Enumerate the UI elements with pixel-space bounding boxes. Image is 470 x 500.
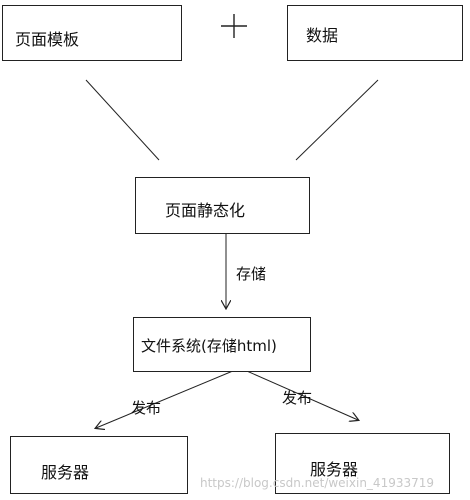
watermark: https://blog.csdn.net/weixin_41933719 — [200, 476, 435, 490]
file-system-label: 文件系统(存储html) — [141, 337, 277, 355]
store-label: 存储 — [236, 265, 267, 283]
page-static-box: 页面静态化 — [135, 177, 310, 234]
template-to-static-line — [85, 79, 160, 161]
page-template-box: 页面模板 — [2, 5, 182, 61]
publish-right-arrow — [239, 367, 358, 420]
data-box: 数据 — [287, 5, 463, 61]
publish-left-label: 发布 — [131, 399, 162, 417]
file-system-box: 文件系统(存储html) — [133, 317, 311, 372]
server-left-label: 服务器 — [41, 463, 90, 482]
server-left-box: 服务器 — [10, 436, 188, 494]
page-static-label: 页面静态化 — [165, 201, 246, 220]
server-right-label: 服务器 — [310, 460, 359, 479]
page-template-label: 页面模板 — [15, 30, 80, 49]
data-to-static-line — [295, 79, 379, 161]
data-label: 数据 — [306, 26, 339, 45]
server-right-box: 服务器 — [275, 433, 450, 494]
publish-left-arrow — [96, 367, 241, 428]
publish-right-label: 发布 — [282, 389, 313, 407]
